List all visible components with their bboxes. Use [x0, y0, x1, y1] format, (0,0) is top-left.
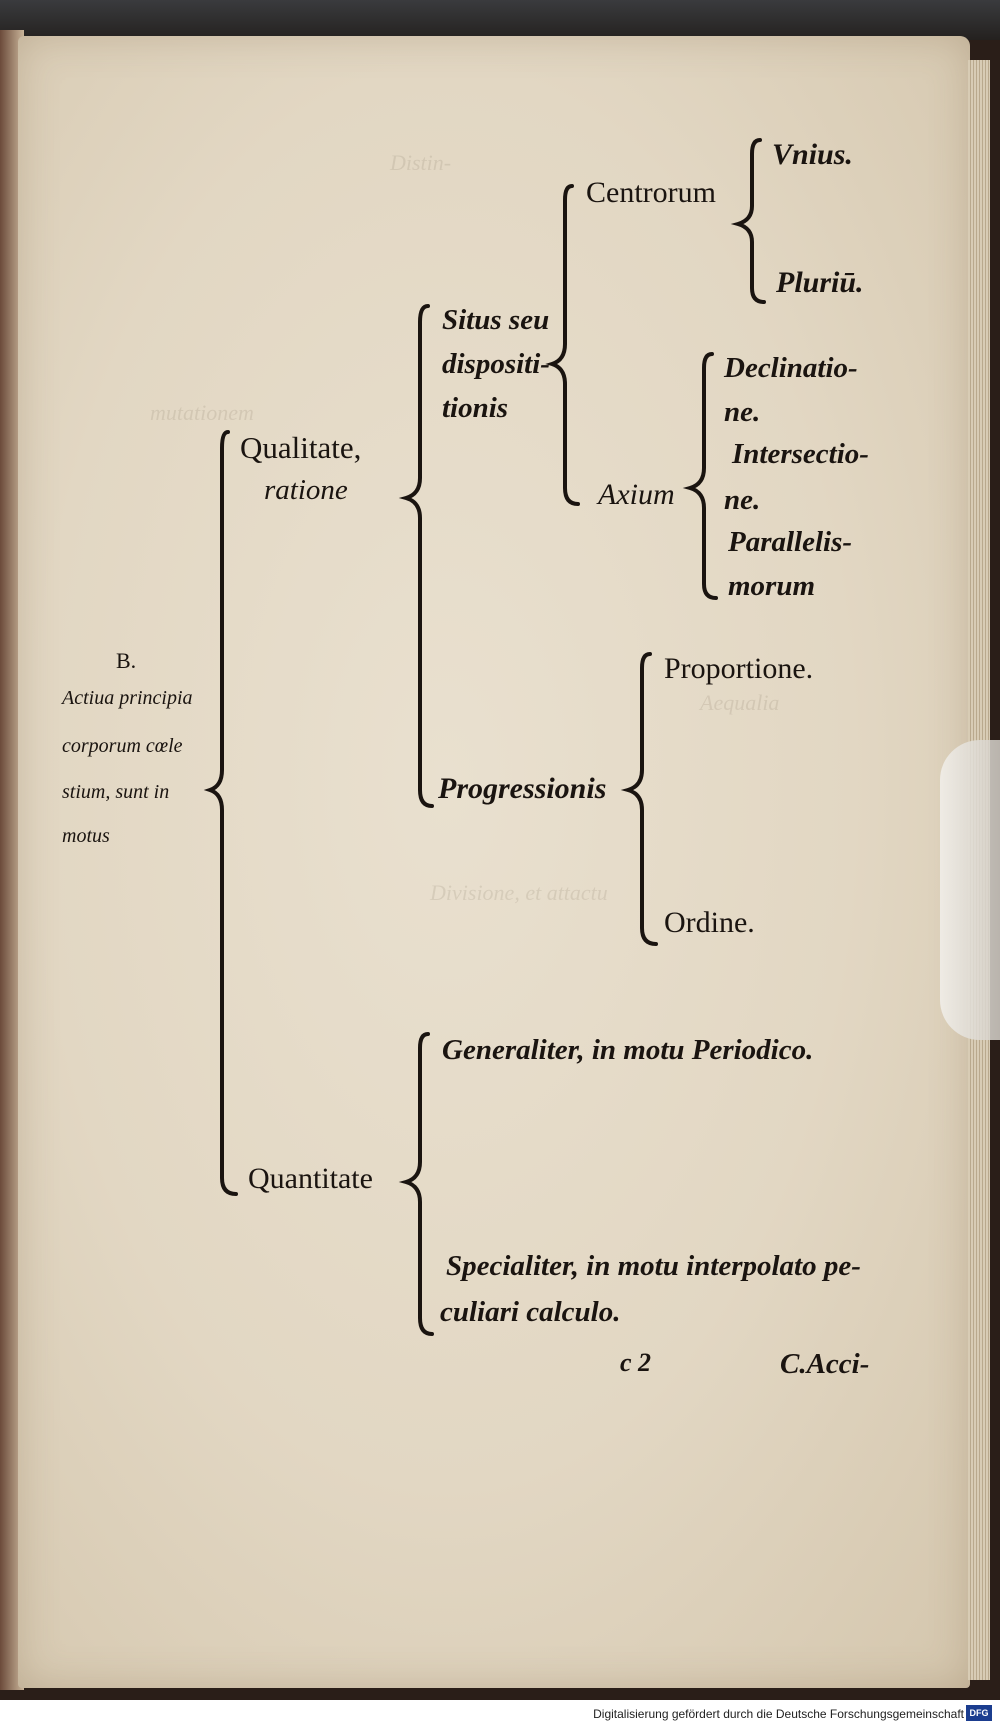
generaliter-label: Generaliter, in motu Periodico.: [442, 1036, 813, 1065]
declinatio-label: Declinatio-: [724, 354, 858, 383]
specialiter-label: Specialiter, in motu interpolato pe-: [446, 1252, 861, 1281]
root-label-line: stium, sunt in: [62, 782, 169, 802]
parallelis-label: Parallelis-: [728, 528, 852, 557]
situs-label-line2: dispositi-: [442, 350, 550, 379]
vnius-label: Vnius.: [772, 140, 853, 170]
proportione-label: Proportione.: [664, 654, 813, 684]
catchword: C.Acci-: [780, 1350, 869, 1379]
situs-brace: [552, 186, 578, 504]
quantitate-label: Quantitate: [248, 1164, 373, 1194]
progressionis-label: Progressionis: [438, 774, 606, 804]
qualitate-label-line2: ratione: [264, 476, 348, 505]
root-brace: [210, 432, 236, 1194]
situs-label: Situs seu: [442, 306, 549, 335]
centrorum-brace: [738, 140, 764, 302]
situs-label-line3: tionis: [442, 394, 508, 423]
intersectio-label-line2: ne.: [724, 486, 760, 515]
dfg-logo: DFG: [966, 1705, 992, 1721]
footer-credit: Digitalisierung gefördert durch die Deut…: [593, 1707, 964, 1721]
root-letter: B.: [116, 650, 136, 672]
declinatio-label-line2: ne.: [724, 398, 760, 427]
qualitate-brace: [406, 306, 432, 806]
quantitate-brace: [406, 1034, 432, 1334]
centrorum-label: Centrorum: [586, 178, 716, 208]
root-label-line: corporum cœle: [62, 736, 183, 756]
root-label-line: Actiua principia: [62, 688, 193, 708]
axium-brace: [690, 354, 716, 598]
qualitate-label: Qualitate,: [240, 432, 361, 463]
axium-label: Axium: [598, 480, 675, 510]
ordine-label: Ordine.: [664, 908, 755, 938]
parallelis-label-line2: morum: [728, 572, 815, 601]
digitization-footer: Digitalisierung gefördert durch die Deut…: [0, 1700, 1000, 1728]
progressionis-brace: [628, 654, 656, 944]
signature-mark: c 2: [620, 1350, 651, 1376]
intersectio-label: Intersectio-: [732, 440, 869, 469]
specialiter-label-line2: culiari calculo.: [440, 1298, 620, 1327]
root-label-line: motus: [62, 826, 110, 846]
pluriu-label: Pluriū.: [776, 268, 864, 298]
